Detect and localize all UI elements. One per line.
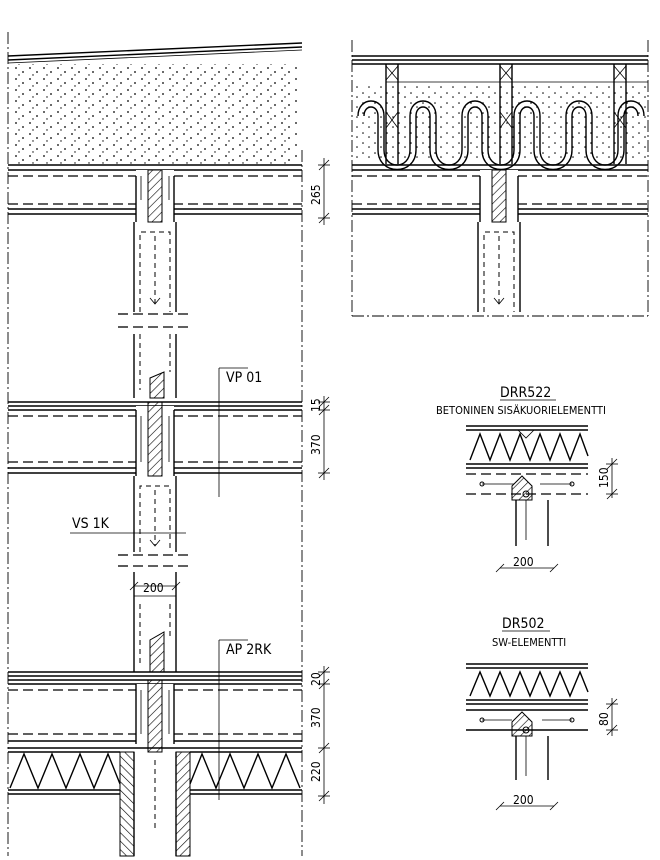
wall-column-4 <box>133 572 177 673</box>
detail-dr-height: 80 <box>597 712 611 726</box>
dim-370-lower: 370 <box>309 707 323 728</box>
floor-slab-2 <box>8 671 302 753</box>
wall-column-3 <box>70 476 192 567</box>
wall-column-1 <box>118 222 192 328</box>
wall-column-2 <box>133 334 177 399</box>
main-section: VP 01 VS 1K AP 2RK 200 265 15 370 20 370… <box>7 32 330 857</box>
detail-drr-width: 200 <box>513 555 534 569</box>
dim-20: 20 <box>309 672 323 686</box>
vertical-dimension-chain <box>318 158 330 804</box>
label-vs: VS 1K <box>72 516 110 532</box>
detail-dr-width: 200 <box>513 793 534 807</box>
right-top-section <box>351 40 649 317</box>
dim-200-column <box>129 581 181 591</box>
label-vp: VP 01 <box>226 370 262 386</box>
detail-drr-name: BETONINEN SISÄKUORIELEMENTTI <box>436 404 606 417</box>
dim-15: 15 <box>309 398 323 412</box>
dim-200: 200 <box>143 581 164 595</box>
dim-220: 220 <box>309 761 323 782</box>
detail-drr522: DRR522 BETONINEN SISÄKUORIELEMENTTI 150 … <box>436 385 618 573</box>
ground-floor-hollowcore <box>8 747 302 857</box>
detail-drr-height: 150 <box>597 467 611 488</box>
detail-dr-code: DR502 <box>502 616 545 632</box>
detail-drr-code: DRR522 <box>500 385 551 401</box>
dim-370-upper: 370 <box>309 434 323 455</box>
detail-dr-name: SW-ELEMENTTI <box>492 636 566 649</box>
dim-265: 265 <box>309 184 323 205</box>
label-ap: AP 2RK <box>226 642 272 658</box>
roof-trusses <box>385 64 627 164</box>
wall-joint-1 <box>135 169 175 223</box>
detail-dr502: DR502 SW-ELEMENTTI 80 200 <box>466 616 618 811</box>
roof-slab <box>7 42 303 215</box>
floor-slab-1 <box>8 401 302 477</box>
